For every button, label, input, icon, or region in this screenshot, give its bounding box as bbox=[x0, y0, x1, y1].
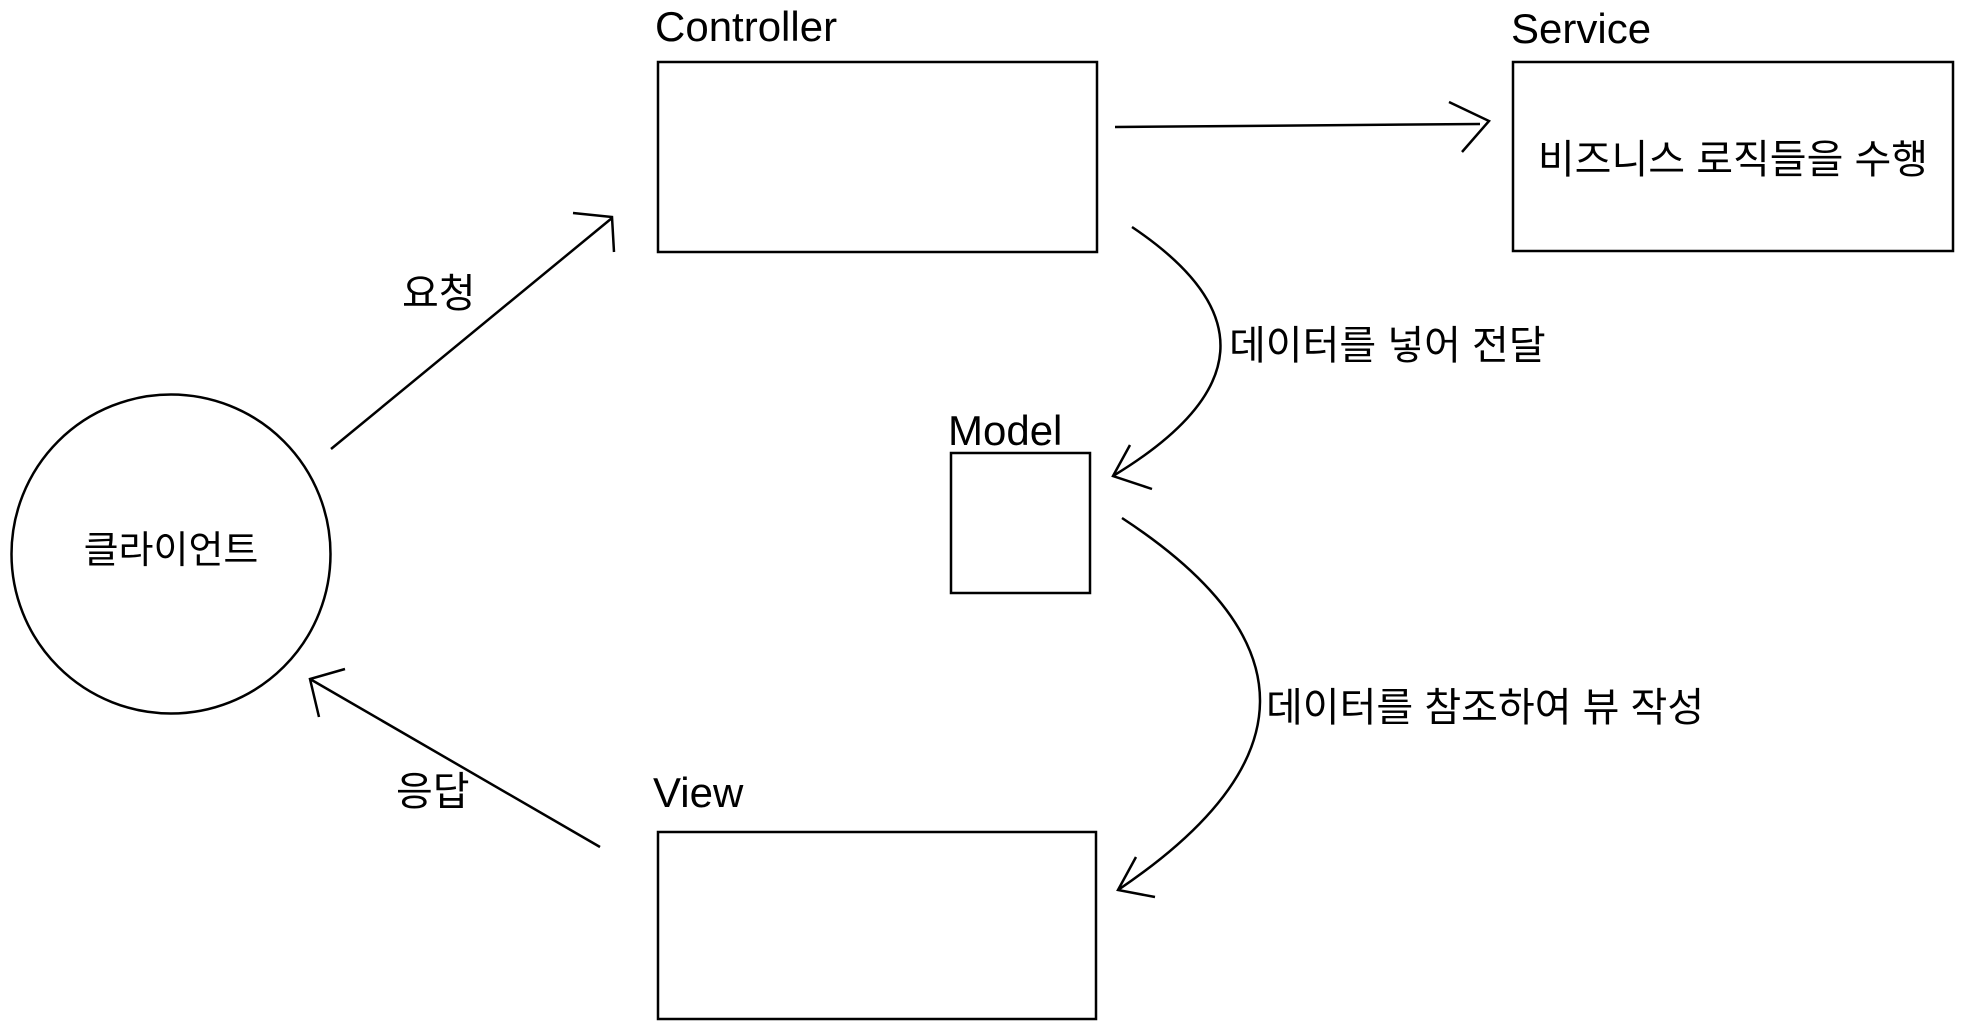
controller-to-service-line bbox=[1114, 122, 1481, 129]
controller-to-service-arrowhead-icon bbox=[1448, 100, 1492, 153]
controller-box-shape bbox=[656, 60, 1099, 254]
controller-to-model-arrow bbox=[1111, 225, 1222, 491]
view-box-shape bbox=[656, 830, 1098, 1021]
controller-to-model-curve bbox=[1112, 225, 1222, 478]
request-edge-label: 요청 bbox=[402, 272, 476, 316]
model-label: Model bbox=[948, 407, 1063, 454]
service-box-shape bbox=[1511, 60, 1955, 253]
service-body-text: 비즈니스 로직들을 수행 bbox=[1537, 137, 1929, 182]
client-circle-shape bbox=[10, 393, 332, 715]
view-label: View bbox=[653, 769, 744, 816]
request-arrow-line bbox=[330, 217, 613, 450]
model-to-view-curve bbox=[1117, 516, 1262, 892]
response-arrow bbox=[308, 667, 601, 849]
response-arrowhead-icon bbox=[308, 667, 346, 718]
service-label: Service bbox=[1511, 5, 1652, 52]
controller-to-model-edge-label: 데이터를 넣어 전달 bbox=[1229, 324, 1546, 368]
model-box-shape bbox=[949, 451, 1092, 595]
request-arrow bbox=[330, 211, 616, 450]
model-to-view-arrow bbox=[1116, 516, 1262, 899]
client-label: 클라이언트 bbox=[83, 530, 259, 572]
controller-label: Controller bbox=[655, 3, 838, 50]
model-to-view-arrowhead-icon bbox=[1116, 856, 1156, 899]
controller-to-model-arrowhead-icon bbox=[1111, 444, 1153, 491]
response-edge-label: 응답 bbox=[396, 770, 470, 814]
model-to-view-edge-label: 데이터를 참조하여 뷰 작성 bbox=[1266, 686, 1705, 730]
request-arrowhead-icon bbox=[572, 211, 616, 253]
controller-to-service-arrow bbox=[1114, 100, 1492, 153]
response-arrow-line bbox=[309, 677, 601, 849]
